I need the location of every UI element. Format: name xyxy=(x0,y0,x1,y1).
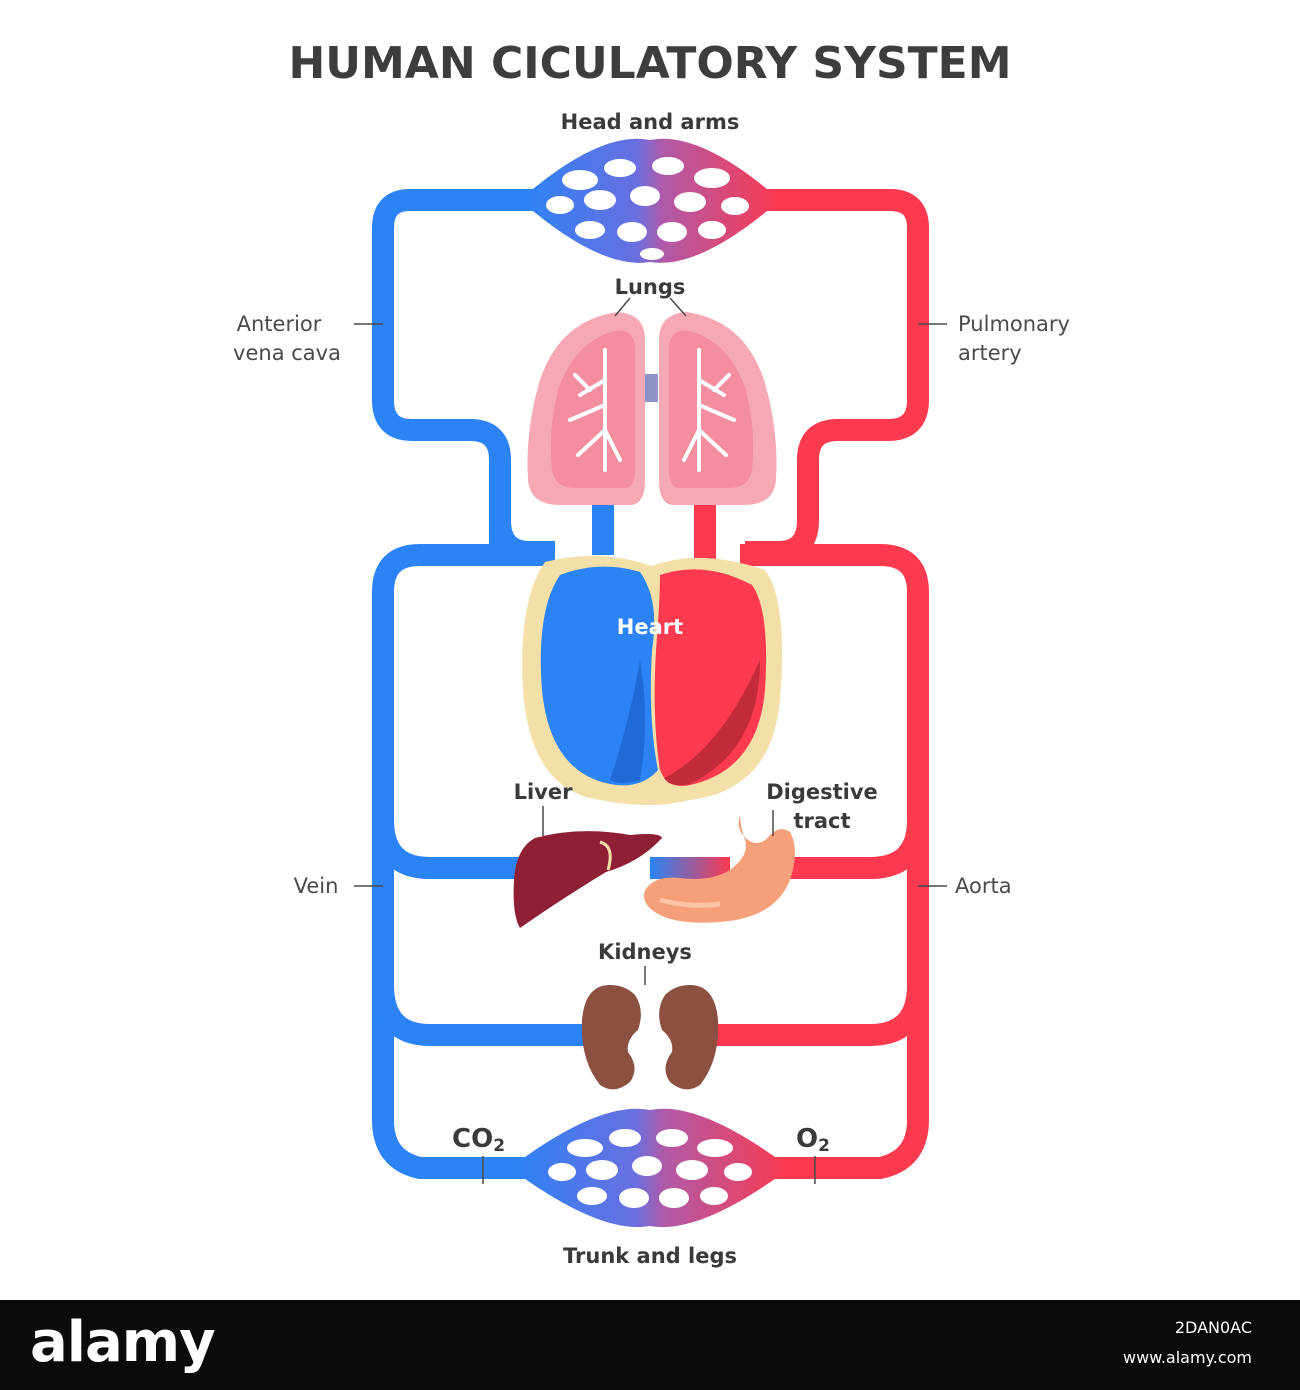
trunk-legs-capillary-bed xyxy=(510,1108,790,1228)
anterior-vena-cava-label-line2: vena cava xyxy=(233,341,341,365)
digestive-label-line2: tract xyxy=(793,809,850,833)
site-url: www.alamy.com xyxy=(1123,1348,1252,1367)
kidneys-icon xyxy=(581,985,719,1090)
diagram-title: HUMAN CICULATORY SYSTEM xyxy=(288,38,1011,89)
artery-network xyxy=(694,189,929,1179)
digestive-label-line1: Digestive xyxy=(766,780,878,804)
kidneys-label: Kidneys xyxy=(598,940,692,964)
watermark-footer: alamy 2DAN0AC www.alamy.com xyxy=(0,1300,1300,1390)
circulatory-diagram: HUMAN CICULATORY SYSTEM xyxy=(233,38,1070,1268)
vein-network xyxy=(372,189,614,1179)
lungs-icon xyxy=(527,312,777,505)
image-id: 2DAN0AC xyxy=(1174,1318,1252,1337)
portal-connector xyxy=(650,857,730,879)
alamy-logo: alamy xyxy=(30,1310,216,1375)
vein-label: Vein xyxy=(294,874,339,898)
liver-label: Liver xyxy=(514,780,574,804)
head-arms-capillary-bed xyxy=(520,138,780,263)
anterior-vena-cava-label-line1: Anterior xyxy=(237,312,322,336)
pulmonary-artery-label-line2: artery xyxy=(958,341,1022,365)
lung-link xyxy=(644,374,658,402)
o2-label: O2 xyxy=(796,1124,830,1156)
trunk-legs-label: Trunk and legs xyxy=(563,1244,737,1268)
stomach-icon xyxy=(644,815,795,923)
pulmonary-artery-label-line1: Pulmonary xyxy=(958,312,1070,336)
heart-icon xyxy=(522,555,783,805)
liver-icon xyxy=(513,831,662,928)
co2-label: CO2 xyxy=(452,1124,505,1156)
head-arms-label: Head and arms xyxy=(561,110,740,134)
heart-label: Heart xyxy=(617,615,683,639)
aorta-label: Aorta xyxy=(955,874,1012,898)
lungs-label: Lungs xyxy=(615,275,686,299)
lungs-leader xyxy=(614,297,687,317)
